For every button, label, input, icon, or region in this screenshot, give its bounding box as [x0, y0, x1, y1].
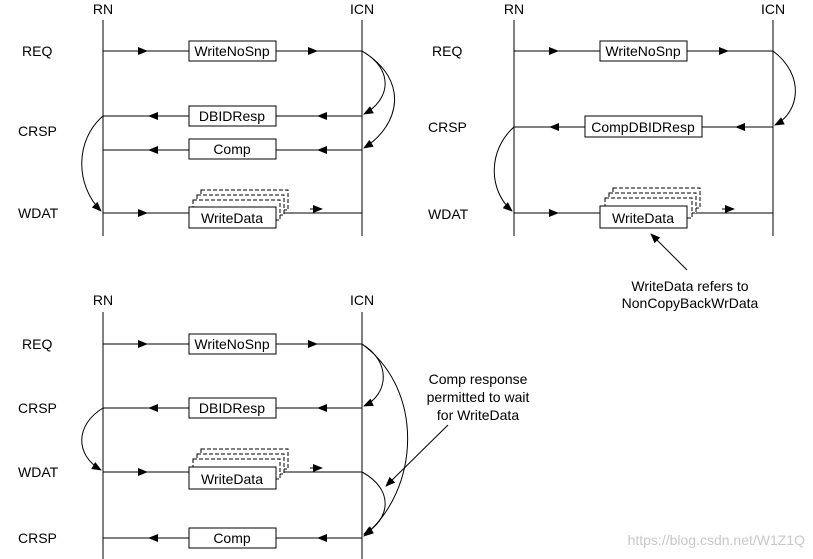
dependency-arrow	[81, 407, 104, 471]
note-line-2: permitted to wait	[427, 389, 530, 405]
row-label-req: REQ	[22, 336, 52, 352]
diagram-3: RN ICN REQ CRSP WDAT CRSP WriteNoSnp DBI…	[18, 292, 529, 559]
row-label-wdat: WDAT	[18, 205, 59, 221]
msg-box-dbidresp	[188, 105, 277, 127]
note-line-1: WriteData refers to	[631, 278, 748, 294]
dependency-arrow	[81, 115, 104, 212]
dependency-arrow	[361, 50, 396, 149]
row-label-req: REQ	[432, 43, 462, 59]
msg-label-comp: Comp	[213, 530, 251, 546]
msg-label-comp: Comp	[213, 141, 251, 157]
icn-header: ICN	[761, 1, 785, 17]
rn-header: RN	[93, 292, 113, 308]
msg-box-writedata	[188, 466, 277, 490]
msg-label-compdbidresp: CompDBIDResp	[591, 119, 695, 135]
diagram-1: RN ICN REQ CRSP WDAT WriteNoSnp DBIDResp…	[18, 1, 396, 236]
note-line-1: Comp response	[429, 371, 528, 387]
msg-box-comp	[188, 138, 277, 160]
msg-label-writedata: WriteData	[201, 210, 263, 226]
note-pointer-arrow	[650, 233, 688, 271]
dependency-arrow	[493, 126, 515, 212]
watermark: https://blog.csdn.net/W1Z1Q	[628, 532, 806, 548]
msg-label-writenosnp: WriteNoSnp	[194, 336, 269, 352]
msg-label-writenosnp: WriteNoSnp	[194, 43, 269, 59]
dependency-arrow	[772, 50, 796, 126]
msg-box-comp	[188, 527, 277, 549]
msg-box-writenosnp	[188, 40, 277, 62]
msg-box-compdbidresp	[584, 115, 703, 138]
msg-label-writedata: WriteData	[201, 471, 263, 487]
row-label-crsp: CRSP	[18, 400, 57, 416]
row-label-req: REQ	[22, 43, 52, 59]
msg-box-dbidresp	[188, 397, 277, 419]
diagram-2: RN ICN REQ CRSP WDAT WriteNoSnp CompDBID…	[428, 1, 796, 311]
row-label-crsp: CRSP	[428, 119, 467, 135]
rn-header: RN	[504, 1, 524, 17]
note-line-2: NonCopyBackWrData	[622, 295, 759, 311]
msg-label-writedata: WriteData	[612, 210, 674, 226]
msg-label-writenosnp: WriteNoSnp	[605, 43, 680, 59]
note-line-3: for WriteData	[437, 407, 519, 423]
row-label-wdat: WDAT	[428, 206, 469, 222]
row-label-crsp-2: CRSP	[18, 530, 57, 546]
rn-header: RN	[93, 1, 113, 17]
note-pointer-arrow	[385, 424, 449, 487]
msg-box-writenosnp	[188, 333, 277, 355]
msg-box-writedata	[599, 205, 688, 229]
msg-label-dbidresp: DBIDResp	[199, 108, 265, 124]
msg-box-writedata	[188, 206, 277, 229]
dependency-arrow	[361, 50, 386, 115]
row-label-crsp: CRSP	[18, 123, 57, 139]
dependency-arrow	[361, 471, 386, 535]
row-label-wdat: WDAT	[18, 464, 59, 480]
icn-header: ICN	[350, 1, 374, 17]
msg-box-writenosnp	[599, 40, 688, 62]
msg-label-dbidresp: DBIDResp	[199, 400, 265, 416]
icn-header: ICN	[350, 292, 374, 308]
